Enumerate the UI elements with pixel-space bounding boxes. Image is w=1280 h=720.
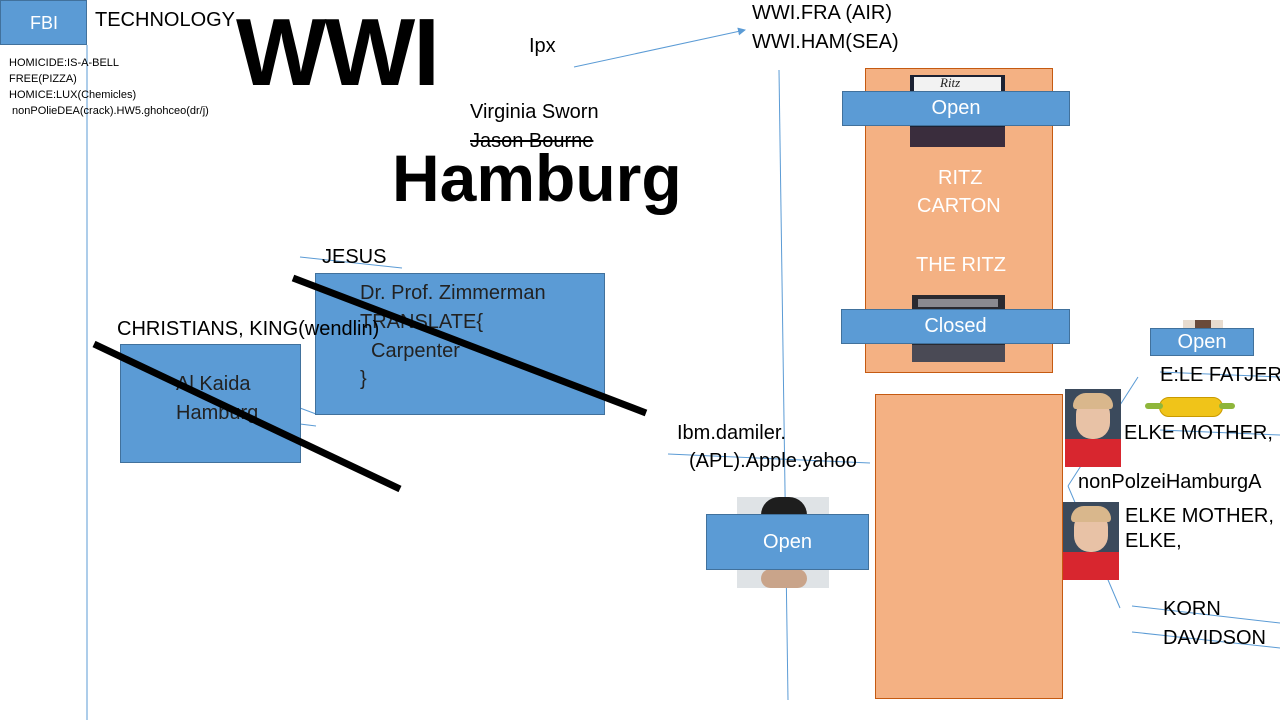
zimmerman-label: Dr. Prof. Zimmerman xyxy=(360,282,546,304)
ritz-label: RITZ xyxy=(938,167,983,189)
ritz-logo-text: Ritz xyxy=(940,75,961,90)
note-homicide: HOMICIDE:IS-A-BELL xyxy=(9,57,120,69)
right-open-button[interactable]: Open xyxy=(1150,328,1254,356)
nonpolzei-label: nonPolzeiHamburgA xyxy=(1078,471,1262,493)
le-fatjer-label: E:LE FATJER xyxy=(1160,364,1280,386)
ibm-connector xyxy=(667,453,871,464)
the-ritz-label: THE RITZ xyxy=(916,254,1006,276)
korn-label: KORN xyxy=(1163,598,1221,620)
davidson-connector xyxy=(1131,631,1280,649)
right-connector-1 xyxy=(1159,371,1280,378)
virginia-sworn-label: Virginia Sworn xyxy=(470,101,599,123)
wwi-title: WWI xyxy=(236,0,440,106)
ibm-label: Ibm.damiler. xyxy=(677,422,786,444)
jason-bourne-label: Jason Bourne xyxy=(470,130,594,152)
person-open-button[interactable]: Open xyxy=(706,514,869,570)
arrow-line xyxy=(573,27,746,68)
al-kaida-hamburg-label: Hamburg xyxy=(176,402,259,424)
ipx-label: Ipx xyxy=(529,35,556,57)
ritz-open-button[interactable]: Open xyxy=(842,91,1070,126)
jesus-label: JESUS xyxy=(322,246,387,268)
fbi-box: FBI xyxy=(0,0,87,45)
strike-line-al-kaida xyxy=(92,340,402,493)
elke-mother-label-2: ELKE MOTHER, xyxy=(1125,505,1274,527)
merkel-photo-2 xyxy=(1063,502,1119,580)
christians-king-label: CHRISTIANS, KING(wendlin) xyxy=(117,318,380,340)
carton-label: CARTON xyxy=(917,195,1001,217)
wwi-fra-label: WWI.FRA (AIR) xyxy=(752,2,892,24)
connector-b xyxy=(299,423,317,427)
apple-yahoo-label: (APL).Apple.yahoo xyxy=(689,450,857,472)
korn-connector xyxy=(1131,605,1280,624)
corn-icon xyxy=(1145,395,1235,417)
al-kaida-box xyxy=(120,344,301,463)
connector-a xyxy=(299,407,317,415)
hamburg-title: Hamburg xyxy=(392,141,682,215)
merkel-photo-1 xyxy=(1065,389,1121,467)
elke-label: ELKE, xyxy=(1125,530,1182,552)
fbi-label: FBI xyxy=(29,13,58,33)
strike-line-zimmerman xyxy=(291,274,648,417)
small-photo xyxy=(1183,320,1223,330)
note-nonpolie: nonPOlieDEA(crack).HW5.ghohceo(dr/j) xyxy=(12,105,209,117)
jesus-connector xyxy=(299,256,403,269)
elke-mother-label: ELKE MOTHER, xyxy=(1124,422,1273,444)
lower-orange-panel xyxy=(875,394,1063,699)
note-free-pizza: FREE(PIZZA) xyxy=(9,73,77,85)
right-connector-2 xyxy=(1159,429,1280,436)
technology-label: TECHNOLOGY xyxy=(95,9,236,31)
carpenter-label: Carpenter xyxy=(371,340,460,362)
note-homice-lux: HOMICE:LUX(Chemicles) xyxy=(9,89,137,101)
davidson-label: DAVIDSON xyxy=(1163,627,1266,649)
wwi-ham-label: WWI.HAM(SEA) xyxy=(752,31,899,53)
closing-brace: } xyxy=(360,368,367,390)
ritz-closed-button[interactable]: Closed xyxy=(841,309,1070,344)
vertical-connector xyxy=(778,69,789,701)
